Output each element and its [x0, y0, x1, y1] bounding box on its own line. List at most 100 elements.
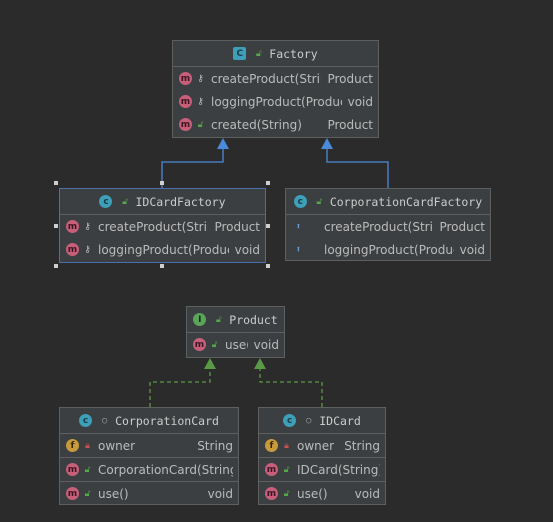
- idcard-factory-header: c 🔓︎ IDCardFactory: [60, 189, 265, 215]
- idcard-constructor[interactable]: m 🔓︎ IDCard(String): [259, 457, 385, 481]
- inheritance-idcardfactory-to-factory: [161, 148, 224, 188]
- member-type: void: [207, 486, 233, 501]
- idcard-factory-member-logging-product[interactable]: m ⚷ loggingProduct(Product) void: [60, 238, 265, 261]
- realization-arrowhead-product-left: [204, 358, 216, 369]
- selection-handle-top-right[interactable]: [266, 181, 270, 185]
- selection-handle-top-center[interactable]: [160, 181, 164, 185]
- member-name: use(): [98, 486, 129, 501]
- idcard-method-use[interactable]: m 🔓︎ use() void: [259, 481, 385, 505]
- member-name: createProduct(String): [98, 219, 208, 234]
- selection-handle-middle-left[interactable]: [54, 224, 58, 228]
- corporation-card-factory-member-logging-product[interactable]: ⬆ loggingProduct(Product) void: [286, 238, 490, 261]
- member-name: loggingProduct(Product): [98, 242, 229, 257]
- corporation-card-node[interactable]: c ○ CorporationCard f 🔒︎ owner String m …: [59, 407, 239, 505]
- member-type: void: [347, 94, 373, 109]
- class-icon: c: [283, 414, 297, 427]
- product-node[interactable]: I 🔓︎ Product m 🔓︎ use() void: [186, 306, 285, 358]
- selection-handle-top-left[interactable]: [54, 181, 58, 185]
- member-type: void: [354, 486, 380, 501]
- private-visibility-icon: 🔒︎: [85, 440, 90, 451]
- corporation-card-factory-member-create-product[interactable]: ⬆ createProduct(String) Product: [286, 215, 490, 238]
- method-icon: m: [179, 72, 192, 85]
- member-type: Product: [214, 219, 260, 234]
- realization-idcard-to-product: [259, 368, 323, 407]
- factory-node[interactable]: C 🔓︎ Factory m ⚷ createProduct(String) P…: [172, 40, 379, 138]
- private-visibility-icon: 🔒︎: [284, 440, 289, 451]
- factory-member-logging-product[interactable]: m ⚷ loggingProduct(Product) void: [173, 90, 378, 113]
- idcard-field-owner[interactable]: f 🔒︎ owner String: [259, 434, 385, 457]
- member-type: void: [253, 337, 279, 352]
- method-icon: m: [179, 95, 192, 108]
- public-visibility-icon: 🔓︎: [84, 488, 91, 499]
- member-name: owner: [98, 438, 136, 453]
- member-name: loggingProduct(Product): [324, 242, 454, 257]
- member-type: Product: [327, 71, 373, 86]
- public-visibility-icon: 🔓︎: [211, 339, 218, 350]
- inheritance-arrowhead-factory-right: [321, 138, 333, 149]
- corporation-card-constructor[interactable]: m 🔓︎ CorporationCard(String): [60, 457, 238, 481]
- realization-corporationcard-to-product: [149, 368, 211, 407]
- corporation-card-field-owner[interactable]: f 🔒︎ owner String: [60, 434, 238, 457]
- public-visibility-icon: 🔓︎: [122, 196, 128, 207]
- method-icon: m: [265, 487, 278, 500]
- override-method-icon: ⬆: [295, 221, 302, 232]
- member-name: use(): [225, 337, 248, 352]
- member-type: void: [459, 242, 485, 257]
- selection-handle-bottom-right[interactable]: [266, 264, 270, 268]
- member-name: CorporationCard(String): [98, 462, 233, 477]
- idcard-factory-node[interactable]: c 🔓︎ IDCardFactory m ⚷ createProduct(Str…: [59, 188, 266, 263]
- inheritance-corporationcardfactory-to-factory: [326, 148, 389, 188]
- method-icon: m: [66, 463, 79, 476]
- corporation-card-title: CorporationCard: [115, 413, 219, 428]
- method-icon: m: [66, 243, 79, 256]
- corporation-card-factory-header: c 🔓︎ CorporationCardFactory: [286, 189, 490, 215]
- factory-title: Factory: [269, 46, 318, 61]
- corporation-card-method-use[interactable]: m 🔓︎ use() void: [60, 481, 238, 505]
- protected-visibility-icon: ⚷: [197, 73, 204, 84]
- selection-handle-bottom-left[interactable]: [54, 264, 58, 268]
- public-visibility-icon: 🔓︎: [283, 464, 290, 475]
- member-name: use(): [297, 486, 328, 501]
- public-visibility-icon: 🔓︎: [316, 196, 323, 207]
- idcard-factory-member-create-product[interactable]: m ⚷ createProduct(String) Product: [60, 215, 265, 238]
- idcard-title: IDCard: [319, 413, 361, 428]
- corporation-card-header: c ○ CorporationCard: [60, 408, 238, 434]
- product-title: Product: [229, 312, 278, 327]
- selection-handle-middle-right[interactable]: [266, 224, 270, 228]
- protected-visibility-icon: ⚷: [84, 244, 91, 255]
- member-name: createProduct(String): [324, 219, 433, 234]
- protected-visibility-icon: ⚷: [84, 221, 91, 232]
- product-member-use[interactable]: m 🔓︎ use() void: [187, 333, 284, 356]
- factory-member-created[interactable]: m 🔓︎ created(String) Product: [173, 113, 378, 136]
- abstract-method-icon: m: [193, 338, 206, 351]
- public-visibility-icon: 🔓︎: [215, 314, 222, 325]
- factory-member-create-product[interactable]: m ⚷ createProduct(String) Product: [173, 67, 378, 90]
- selection-handle-bottom-center[interactable]: [160, 264, 164, 268]
- field-icon: f: [265, 439, 278, 452]
- public-visibility-icon: 🔓︎: [84, 464, 91, 475]
- idcard-node[interactable]: c ○ IDCard f 🔒︎ owner String m 🔓︎ IDCard…: [258, 407, 386, 505]
- member-type: String: [197, 438, 233, 453]
- method-icon: m: [66, 487, 79, 500]
- protected-visibility-icon: ⚷: [197, 96, 204, 107]
- member-type: Product: [439, 219, 485, 234]
- override-method-icon: ⬆: [295, 244, 302, 255]
- public-visibility-icon: 🔓︎: [197, 119, 204, 130]
- member-name: created(String): [211, 117, 302, 132]
- idcard-header: c ○ IDCard: [259, 408, 385, 434]
- member-name: loggingProduct(Product): [211, 94, 342, 109]
- corporation-card-factory-node[interactable]: c 🔓︎ CorporationCardFactory ⬆ createProd…: [285, 188, 491, 261]
- method-icon: m: [66, 220, 79, 233]
- product-header: I 🔓︎ Product: [187, 307, 284, 333]
- member-type: void: [234, 242, 260, 257]
- method-icon: m: [265, 463, 278, 476]
- class-icon: c: [293, 195, 307, 208]
- package-visibility-icon: ○: [101, 415, 108, 426]
- abstract-class-icon: C: [233, 47, 247, 60]
- member-type: String: [344, 438, 380, 453]
- field-icon: f: [66, 439, 79, 452]
- member-type: Product: [327, 117, 373, 132]
- idcard-factory-title: IDCardFactory: [135, 194, 226, 209]
- abstract-method-icon: m: [179, 118, 192, 131]
